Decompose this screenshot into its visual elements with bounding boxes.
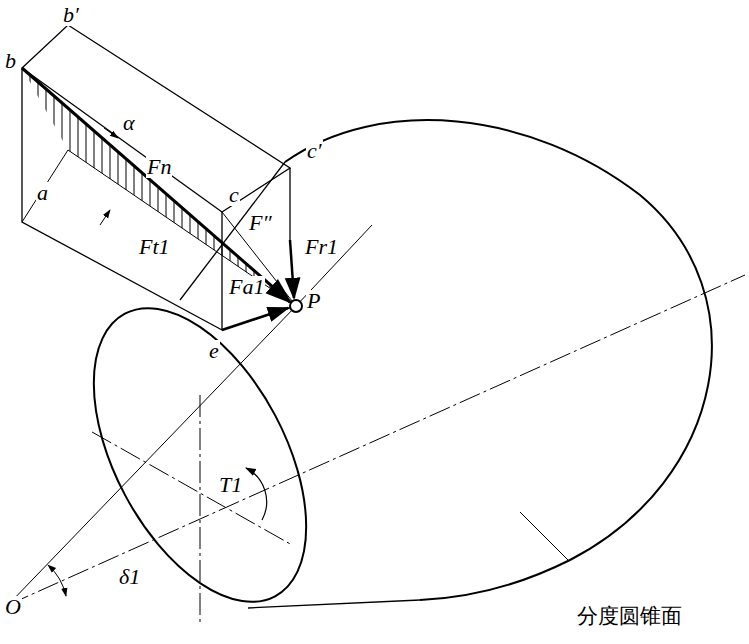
- point-label: O: [4, 596, 22, 618]
- force-label: Fa1: [228, 276, 265, 298]
- point-label: a: [36, 182, 49, 204]
- angle-label: δ1: [118, 566, 141, 588]
- angle-label: α: [122, 112, 136, 134]
- point-label: c′: [306, 140, 323, 162]
- point-label: b′: [62, 4, 80, 26]
- force-label: Ft1: [138, 236, 171, 258]
- force-label: Fr1: [304, 236, 339, 258]
- torque-label: T1: [218, 474, 243, 496]
- point-label: b: [4, 50, 17, 72]
- force-label: F″: [248, 212, 273, 234]
- force-label: Fn: [146, 156, 172, 178]
- point-label: c: [228, 184, 240, 206]
- point-label: e: [208, 340, 220, 362]
- point-label: P: [306, 290, 321, 312]
- surface-label: 分度圆锥面: [576, 606, 683, 627]
